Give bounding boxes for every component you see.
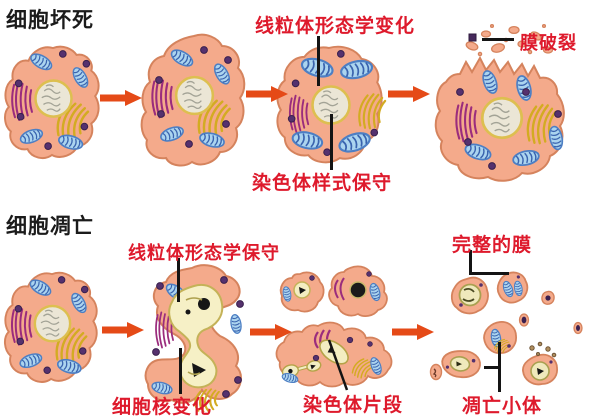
pointer-line-mito-conserved xyxy=(177,258,180,302)
pointer-line-apoptotic-bodies-v xyxy=(498,342,501,392)
apoptosis-label-mito-conserved: 线粒体形态学保守 xyxy=(128,243,280,264)
apoptotic-body xyxy=(450,276,489,315)
membrane-fragments xyxy=(465,23,554,57)
apoptosis-label-chromosome-fragments: 染色体片段 xyxy=(303,394,404,416)
pointer-line-apoptotic-bodies-h xyxy=(484,366,499,369)
necrosis-title: 细胞坏死 xyxy=(6,8,94,32)
apoptotic-body xyxy=(441,350,481,379)
condensed-nucleus xyxy=(168,284,224,389)
apoptotic-body xyxy=(522,341,558,386)
pointer-line-mito-change xyxy=(317,36,320,86)
apoptosis-label-nucleus-change: 细胞核变化 xyxy=(112,396,213,416)
arrow-icon xyxy=(392,324,434,340)
arrow-icon xyxy=(250,324,292,340)
released-specks xyxy=(529,341,557,358)
pointer-line-chromosome-fragments xyxy=(327,339,349,391)
necrosis-cell-3 xyxy=(276,45,387,164)
pointer-line-intact-membrane-v xyxy=(469,250,472,274)
arrow-icon xyxy=(100,90,142,106)
arrow-icon xyxy=(388,86,430,102)
necrosis-cell-4 xyxy=(434,23,566,182)
necrosis-cell-1 xyxy=(2,42,104,162)
necrosis-cell-2 xyxy=(140,33,246,167)
apoptotic-body xyxy=(518,313,530,327)
apoptotic-body xyxy=(429,363,443,381)
apoptosis-cell-1 xyxy=(2,268,102,386)
pointer-line-nucleus-change xyxy=(179,348,182,394)
necrosis-label-membrane-rupture: 膜破裂 xyxy=(520,33,577,54)
apoptotic-body xyxy=(483,321,517,357)
arrow-icon xyxy=(246,86,288,102)
necrosis-label-chromosome-conserved: 染色体样式保守 xyxy=(252,172,393,194)
apoptosis-cell-2 xyxy=(144,264,244,412)
pointer-line-intact-membrane-h xyxy=(469,272,509,275)
apoptosis-label-apoptotic-bodies: 凋亡小体 xyxy=(462,395,543,416)
rupture-target-particle xyxy=(468,33,477,42)
apoptosis-label-intact-membrane: 完整的膜 xyxy=(452,234,533,256)
apoptosis-title: 细胞凋亡 xyxy=(6,214,94,238)
necrosis-label-mito-change: 线粒体形态学变化 xyxy=(255,15,416,37)
apoptosis-cell-3-fragmenting xyxy=(275,265,393,388)
apoptotic-body xyxy=(541,290,555,305)
pointer-line-chromosome-conserved xyxy=(330,114,333,170)
apoptotic-body xyxy=(573,321,583,335)
pointer-line-membrane-rupture xyxy=(482,38,514,41)
apoptotic-bodies-group xyxy=(429,271,583,386)
arrow-icon xyxy=(102,322,144,338)
chromosome-fragment xyxy=(281,360,322,378)
apoptotic-body xyxy=(496,271,529,304)
